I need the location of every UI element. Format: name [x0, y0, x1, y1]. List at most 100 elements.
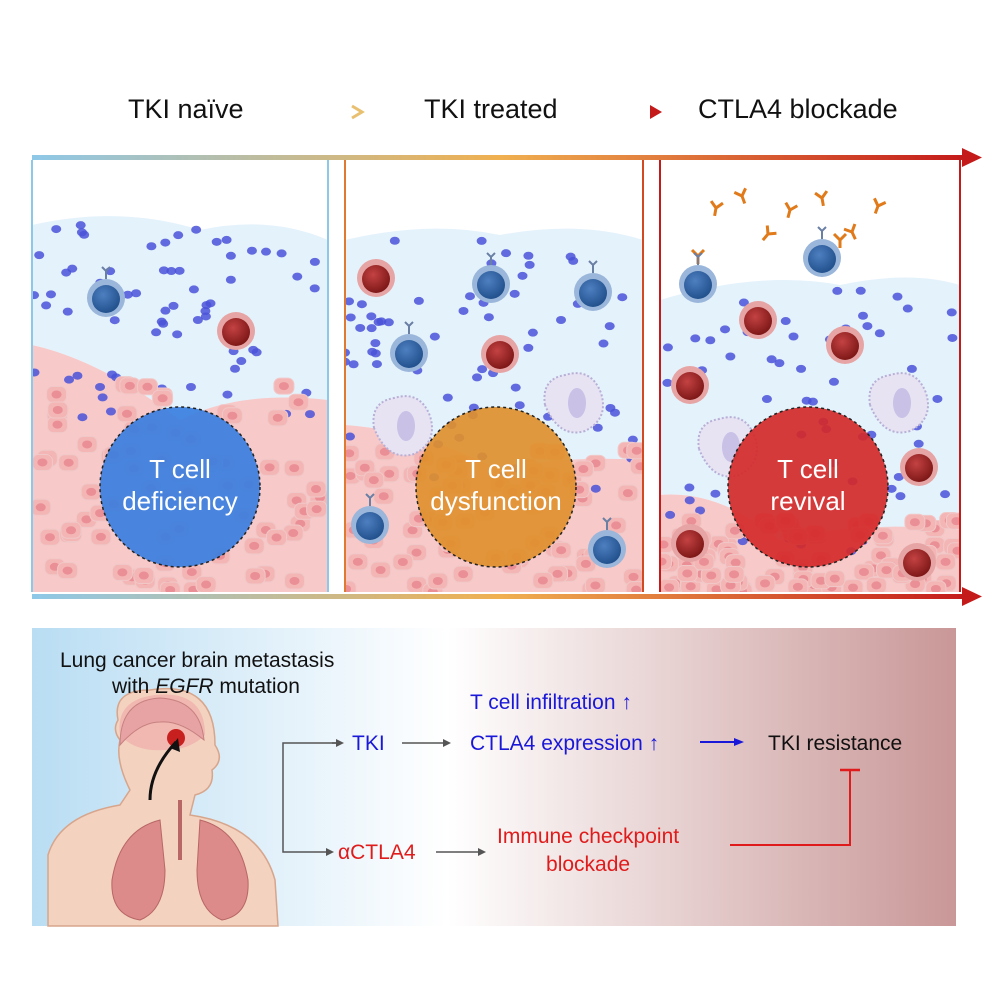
timeline-bottom-head	[962, 587, 982, 606]
nucleus	[105, 407, 116, 416]
nucleus	[523, 343, 534, 352]
t-cell	[905, 454, 933, 482]
tumor-nucleus	[556, 546, 567, 555]
nucleus	[51, 225, 62, 234]
nucleus	[168, 301, 179, 310]
state-line1: T cell	[149, 454, 211, 484]
t-cell	[395, 340, 423, 368]
t-cell	[676, 372, 704, 400]
tumor-nucleus	[66, 526, 77, 535]
tumor-nucleus	[359, 463, 370, 472]
nucleus	[192, 316, 203, 325]
patient-caption-line2: with EGFR mutation	[60, 674, 334, 700]
flow-branch	[282, 742, 340, 853]
nucleus	[276, 249, 287, 258]
nucleus	[947, 333, 958, 342]
tumor-nucleus	[52, 405, 63, 414]
tumor-nucleus	[227, 411, 238, 420]
nucleus	[874, 329, 885, 338]
timeline-top-head	[962, 148, 982, 167]
state-label-dysfunction: T cell dysfunction	[430, 453, 562, 517]
nucleus	[627, 435, 638, 444]
nucleus	[191, 225, 202, 234]
tumor-nucleus	[411, 548, 422, 557]
inhibition-line	[730, 770, 851, 846]
nucleus	[185, 382, 196, 391]
nucleus	[913, 439, 924, 448]
nucleus	[355, 323, 366, 332]
tumor-nucleus	[186, 568, 197, 577]
nucleus	[371, 360, 382, 369]
outcome-tki-resistance: TKI resistance	[768, 732, 903, 755]
nucleus	[684, 483, 695, 492]
tumor-nucleus	[730, 558, 741, 567]
nucleus	[160, 306, 171, 315]
tumor-nucleus	[345, 584, 352, 592]
nucleus	[211, 237, 222, 246]
tumor-nucleus	[622, 489, 633, 498]
t-cell	[579, 279, 607, 307]
tumor-nucleus	[664, 583, 675, 592]
nucleus	[151, 328, 162, 337]
t-cell	[903, 549, 931, 577]
blockade-line1: Immune checkpoint	[497, 825, 680, 848]
tumor-nucleus	[952, 546, 960, 555]
nucleus	[172, 330, 183, 339]
state-circle-dysfunction	[415, 406, 577, 568]
nucleus	[32, 368, 40, 377]
nucleus	[45, 290, 56, 299]
nucleus	[345, 432, 355, 441]
tumor-nucleus	[117, 568, 128, 577]
nucleus	[76, 228, 87, 237]
t-cell	[222, 318, 250, 346]
nucleus	[662, 343, 673, 352]
tumor-nucleus	[458, 570, 469, 579]
nucleus	[509, 289, 520, 298]
nucleus	[158, 266, 169, 275]
nucleus	[862, 322, 873, 331]
state-line1: T cell	[465, 454, 527, 484]
nucleus	[932, 394, 943, 403]
tumor-nucleus	[345, 471, 356, 480]
tumor-nucleus	[368, 476, 379, 485]
tumor-nucleus	[407, 526, 418, 535]
tumor-nucleus	[311, 485, 322, 494]
tumor-nucleus	[951, 517, 960, 526]
macrophage-nucleus	[893, 388, 911, 418]
t-cell	[808, 245, 836, 273]
nucleus	[236, 357, 247, 366]
tumor-nucleus	[631, 446, 642, 455]
nucleus	[662, 378, 673, 387]
nucleus	[188, 285, 199, 294]
nucleus	[855, 286, 866, 295]
stage-label-ctla4-blockade: CTLA4 blockade	[698, 94, 898, 124]
nucleus	[32, 291, 40, 300]
tumor-nucleus	[142, 382, 153, 391]
nucleus	[205, 299, 216, 308]
effect-ctla4-expression: CTLA4 expression ↑	[470, 732, 660, 755]
anti-ctla4-antibody	[733, 187, 747, 205]
nucleus	[366, 324, 377, 333]
t-cell	[477, 271, 505, 299]
tumor-nucleus	[699, 557, 710, 566]
tumor-nucleus	[86, 487, 97, 496]
nucleus	[345, 348, 351, 357]
nucleus	[524, 260, 535, 269]
nucleus	[725, 352, 736, 361]
nucleus	[222, 390, 233, 399]
nucleus	[828, 377, 839, 386]
nucleus	[476, 236, 487, 245]
nucleus	[598, 339, 609, 348]
tumor-nucleus	[35, 503, 46, 512]
nucleus	[221, 235, 232, 244]
nucleus	[200, 312, 211, 321]
patient-gene: EGFR	[155, 675, 214, 698]
nucleus	[893, 472, 904, 481]
nucleus	[590, 484, 601, 493]
tumor-nucleus	[729, 570, 740, 579]
nucleus	[720, 325, 731, 334]
nucleus	[225, 251, 236, 260]
nucleus	[458, 306, 469, 315]
nucleus	[64, 375, 75, 384]
